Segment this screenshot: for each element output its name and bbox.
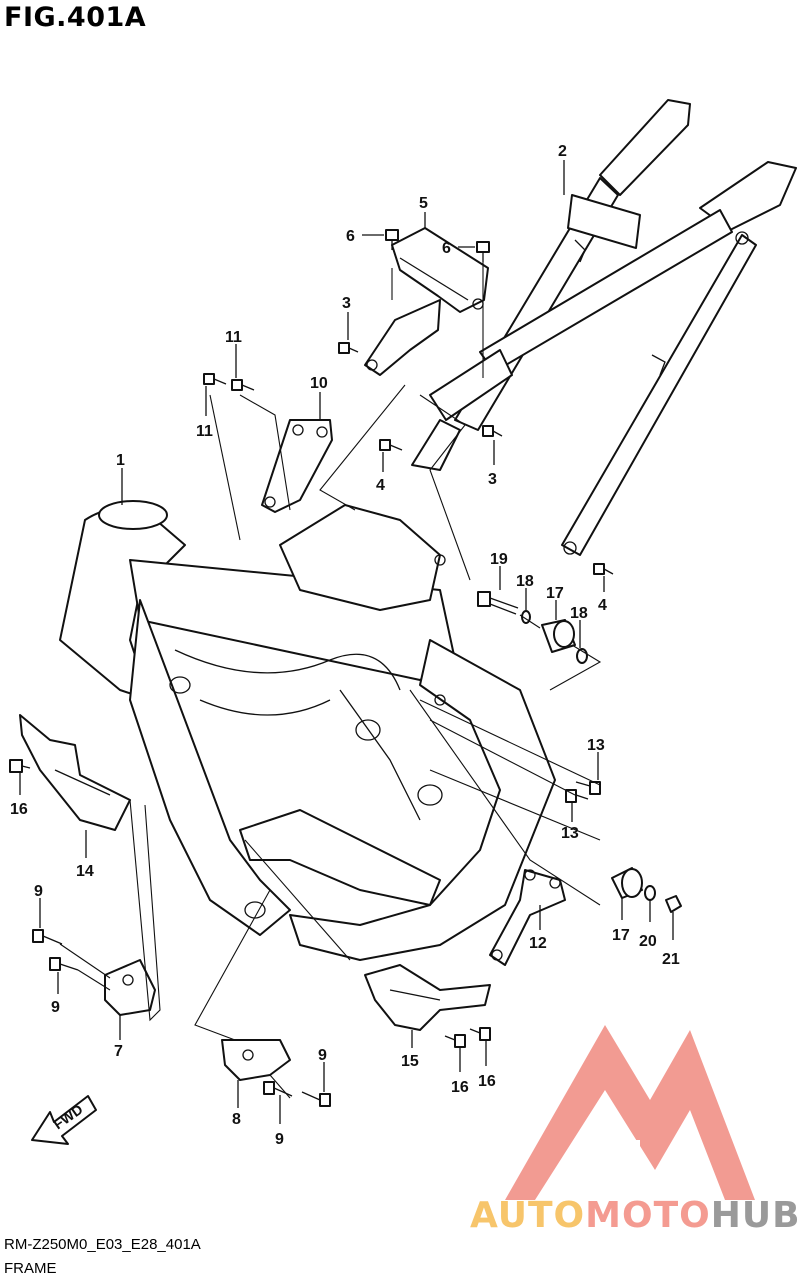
bolt-16-right-b[interactable] — [469, 1027, 491, 1041]
callout-labels: 1 2 3 3 4 4 5 6 6 7 8 9 9 9 — [10, 143, 680, 1148]
bolt-13-upper[interactable] — [575, 781, 601, 795]
callout-9b: 9 — [51, 999, 60, 1016]
automotohub-logo — [505, 1025, 755, 1200]
forward-direction-arrow: FWD — [31, 1095, 97, 1145]
assembly-guide-lines — [59, 262, 602, 1099]
figure-code: RM-Z250M0_E03_E28_401A — [4, 1236, 201, 1253]
callout-16a: 16 — [10, 801, 28, 818]
watermark-auto: AUTO — [470, 1195, 586, 1236]
bushing-17-lower[interactable] — [611, 867, 643, 899]
callout-9a: 9 — [34, 883, 43, 900]
bolt-3-right[interactable] — [482, 425, 503, 437]
bolt-19[interactable] — [477, 591, 519, 615]
bolt-4-right[interactable] — [593, 563, 614, 575]
callout-11a: 11 — [225, 329, 242, 346]
bolt-6-right[interactable] — [476, 241, 490, 262]
callout-3a: 3 — [342, 295, 351, 312]
callout-15: 15 — [401, 1053, 419, 1070]
seat-rail-bracket[interactable] — [391, 227, 489, 313]
washer-20[interactable] — [644, 885, 656, 901]
bolt-3-left[interactable] — [338, 342, 359, 354]
callout-14: 14 — [76, 863, 94, 880]
bolt-4-left[interactable] — [379, 439, 403, 451]
figure-title: FIG.401A — [4, 2, 147, 33]
engine-mount-plate-upper[interactable] — [261, 419, 333, 513]
bolt-11-lower[interactable] — [203, 373, 227, 385]
callout-16b: 16 — [451, 1079, 469, 1096]
callout-17a: 17 — [546, 585, 564, 602]
callout-9c: 9 — [275, 1131, 284, 1148]
nut-21[interactable] — [665, 895, 682, 913]
bolt-9-b[interactable] — [49, 957, 79, 971]
bolt-16-right-a[interactable] — [444, 1034, 466, 1048]
bolt-16-left[interactable] — [9, 759, 31, 773]
bolt-9-a[interactable] — [32, 929, 63, 945]
callout-18a: 18 — [516, 573, 534, 590]
lower-bracket-8[interactable] — [221, 1039, 291, 1081]
callout-19: 19 — [490, 551, 508, 568]
callout-4a: 4 — [376, 477, 385, 494]
callout-13a: 13 — [587, 737, 605, 754]
callout-12: 12 — [529, 935, 547, 952]
watermark-wordmark: AUTOMOTOHUB — [470, 1195, 800, 1236]
frame-guard-right[interactable] — [364, 964, 491, 1031]
callout-5: 5 — [419, 195, 428, 212]
bolt-13-lower[interactable] — [565, 789, 589, 803]
callout-18b: 18 — [570, 605, 588, 622]
lower-bracket-7[interactable] — [104, 959, 156, 1016]
callout-3b: 3 — [488, 471, 497, 488]
callout-8: 8 — [232, 1111, 241, 1128]
callout-9d: 9 — [318, 1047, 327, 1064]
callout-6b: 6 — [442, 240, 451, 257]
watermark-moto: MOTO — [585, 1195, 711, 1236]
callout-10: 10 — [310, 375, 328, 392]
callout-4b: 4 — [598, 597, 607, 614]
callout-21: 21 — [662, 951, 680, 968]
callout-13b: 13 — [561, 825, 579, 842]
callout-2: 2 — [558, 143, 567, 160]
main-frame[interactable] — [59, 500, 556, 961]
bolt-11-upper[interactable] — [231, 379, 255, 391]
callout-11b: 11 — [196, 423, 213, 440]
watermark-hub: HUB — [710, 1195, 800, 1236]
bolt-6-left[interactable] — [385, 229, 399, 250]
frame-guard-left[interactable] — [19, 714, 131, 831]
bolt-9-d[interactable] — [301, 1091, 331, 1107]
figure-name: FRAME — [4, 1260, 57, 1277]
callout-1: 1 — [116, 452, 125, 469]
bolt-9-c[interactable] — [263, 1081, 293, 1097]
upper-mount-bracket[interactable] — [364, 299, 461, 471]
bushing-17-upper[interactable] — [541, 619, 576, 653]
callout-16c: 16 — [478, 1073, 496, 1090]
callout-7: 7 — [114, 1043, 123, 1060]
engine-mount-plate-lower[interactable] — [489, 869, 566, 966]
callout-20: 20 — [639, 933, 657, 950]
rear-subframe[interactable] — [429, 99, 797, 556]
callout-17b: 17 — [612, 927, 630, 944]
callout-6a: 6 — [346, 228, 355, 245]
